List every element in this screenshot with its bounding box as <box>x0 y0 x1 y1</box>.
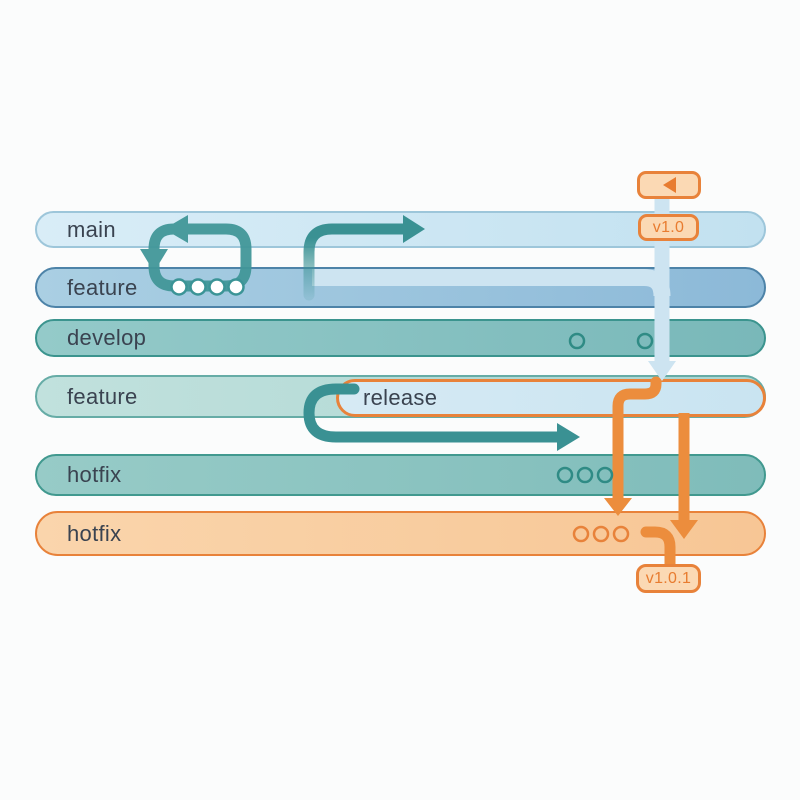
release-to-hotfix-arrow-1 <box>604 376 662 516</box>
orange-arrowhead-down-icon <box>604 498 632 516</box>
cycle-arrowhead-left-icon <box>164 215 188 243</box>
hotfix-teal-commit-dots <box>556 466 614 484</box>
merge-arrowhead-right-icon <box>403 215 425 243</box>
lane-feature-upper-label: feature <box>67 274 138 300</box>
feature-to-main-merge-arrow <box>303 215 425 301</box>
lane-hotfix-orange-label: hotfix <box>67 520 122 546</box>
lane-main-label: main <box>67 216 116 242</box>
lane-hotfix-teal: hotfix <box>35 454 766 496</box>
version-tag-v101: v1.0.1 <box>636 564 701 593</box>
lane-hotfix-teal-label: hotfix <box>67 462 122 487</box>
main-feature-cycle-arrow <box>140 215 252 292</box>
feature-commit-dots <box>170 278 245 296</box>
uturn-arrowhead-right-icon <box>557 423 580 451</box>
branch-arrowhead-down-icon <box>648 361 676 381</box>
version-tag-v1: v1.0 <box>638 214 699 241</box>
develop-commit-dots <box>568 332 654 350</box>
hotfix-to-tag-line <box>640 526 676 572</box>
hotfix-orange-commit-dots <box>572 525 630 543</box>
release-branch-box: release <box>336 379 766 417</box>
tag-marker-badge <box>637 171 701 199</box>
cycle-arrowhead-down-icon <box>140 249 168 272</box>
release-label: release <box>363 385 438 410</box>
release-merge-back-arrow <box>303 383 580 451</box>
release-to-hotfix-arrow-2 <box>670 413 698 539</box>
lane-feature-lower-label: feature <box>67 383 138 409</box>
version-tag-v1-label: v1.0 <box>652 218 685 236</box>
orange-arrowhead-down-icon <box>670 520 698 539</box>
lane-develop-label: develop <box>67 325 147 350</box>
version-tag-v101-label: v1.0.1 <box>645 569 692 587</box>
tag-left-triangle-icon <box>662 177 676 193</box>
lane-develop: develop <box>35 319 766 357</box>
